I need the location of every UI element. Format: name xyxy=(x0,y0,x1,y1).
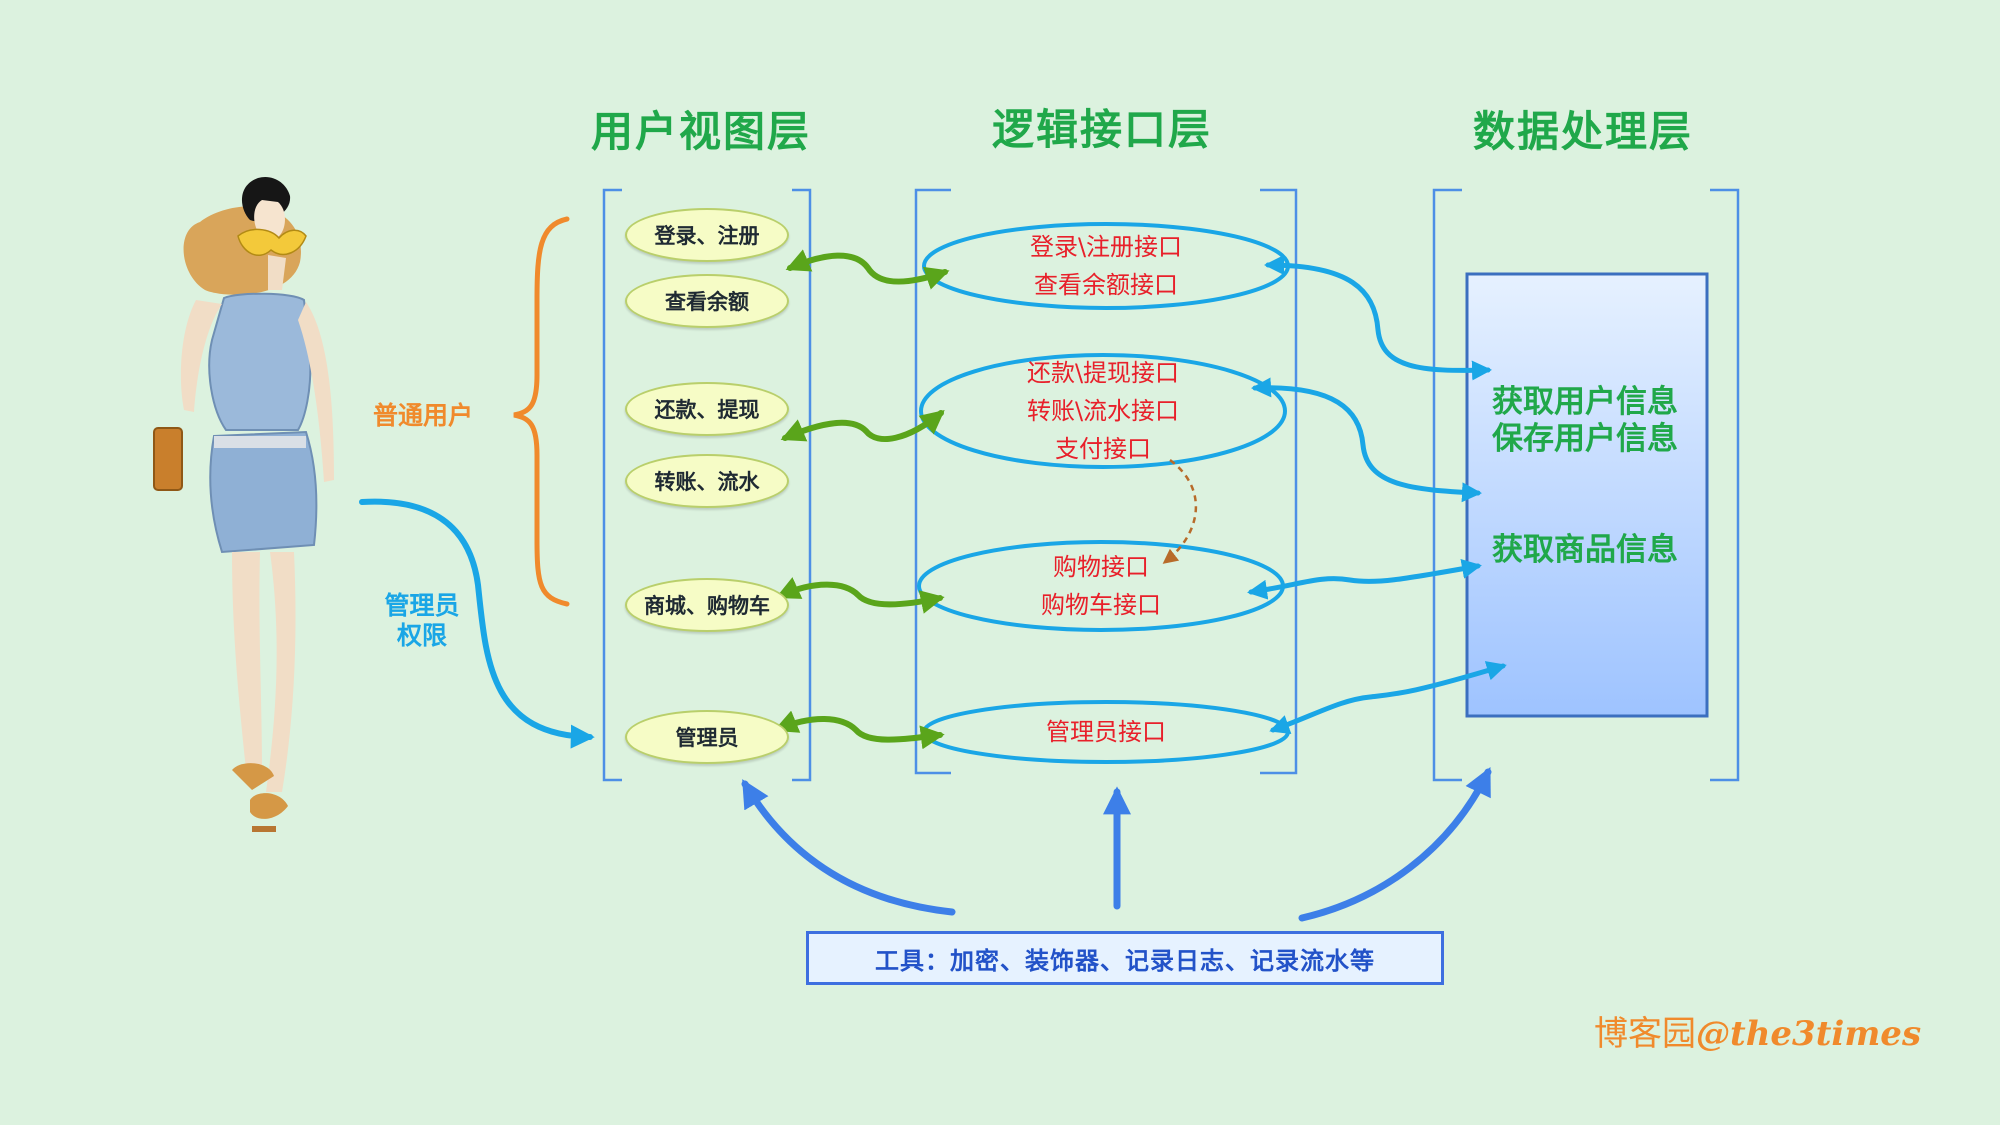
interface-group-auth: 登录\注册接口 查看余额接口 xyxy=(954,224,1258,308)
watermark-prefix: 博客园 xyxy=(1594,1014,1696,1054)
interface-payment: 支付接口 xyxy=(1055,435,1151,463)
arrow-payment-to-shopping xyxy=(1162,459,1198,564)
interface-cart: 购物车接口 xyxy=(1041,591,1161,619)
interface-admin: 管理员接口 xyxy=(1046,718,1166,746)
watermark: 博客园@the3times xyxy=(1594,1006,1921,1055)
interface-transfer-flow: 转账\流水接口 xyxy=(1026,397,1180,425)
arrow-logic-data-1 xyxy=(1264,255,1492,381)
view-item-check-balance: 查看余额 xyxy=(625,274,789,328)
arrow-logic-data-3 xyxy=(1247,558,1482,600)
view-item-repay-withdraw: 还款、提现 xyxy=(625,382,789,436)
admin-permission-label: 管理员 权限 xyxy=(362,591,482,651)
view-item-admin: 管理员 xyxy=(625,710,789,764)
interface-group-admin: 管理员接口 xyxy=(954,712,1258,752)
arrow-logic-data-4 xyxy=(1269,661,1507,735)
interface-group-finance: 还款\提现接口 转账\流水接口 支付接口 xyxy=(951,355,1255,467)
arrow-view-logic-3 xyxy=(775,577,945,614)
admin-permission-label-line2: 权限 xyxy=(396,621,447,650)
interface-check-balance: 查看余额接口 xyxy=(1034,271,1178,299)
data-item-get-product-info: 获取商品信息 xyxy=(1492,532,1678,568)
data-item-get-user-info: 获取用户信息 xyxy=(1492,384,1678,420)
view-logic-arrows xyxy=(773,249,950,750)
view-item-transfer-flow: 转账、流水 xyxy=(625,454,789,508)
layer-title-logic: 逻辑接口层 xyxy=(991,105,1212,154)
arrow-view-logic-4 xyxy=(773,710,945,750)
interface-login-register: 登录\注册接口 xyxy=(1029,233,1183,261)
normal-user-brace xyxy=(513,216,570,607)
layer-title-data: 数据处理层 xyxy=(1472,107,1693,156)
data-item-save-user-info: 保存用户信息 xyxy=(1492,421,1678,457)
view-layer-bracket xyxy=(602,188,812,782)
normal-user-label: 普通用户 xyxy=(372,401,473,430)
view-item-mall-cart: 商城、购物车 xyxy=(625,578,789,632)
tools-arrows xyxy=(741,766,1492,922)
logic-data-arrows xyxy=(1247,255,1507,735)
data-store-box xyxy=(1465,272,1709,718)
layer-title-view: 用户视图层 xyxy=(590,107,811,156)
watermark-handle: @the3times xyxy=(1696,1014,1922,1054)
woman-figure-icon xyxy=(153,176,334,832)
interface-repay-withdraw: 还款\提现接口 xyxy=(1026,359,1180,387)
arrow-view-logic-1 xyxy=(785,249,950,290)
interface-group-shop: 购物接口 购物车接口 xyxy=(949,548,1253,624)
arrow-view-logic-2 xyxy=(780,409,945,442)
tools-arrow-data xyxy=(1298,766,1492,922)
tools-arrow-view xyxy=(741,779,956,916)
interface-shopping: 购物接口 xyxy=(1053,553,1149,581)
admin-permission-label-line1: 管理员 xyxy=(384,591,460,620)
arrow-logic-data-2 xyxy=(1251,377,1482,503)
tools-box: 工具：加密、装饰器、记录日志、记录流水等 xyxy=(806,931,1444,985)
admin-permission-arrow xyxy=(359,498,595,749)
view-item-login-register: 登录、注册 xyxy=(625,208,789,262)
